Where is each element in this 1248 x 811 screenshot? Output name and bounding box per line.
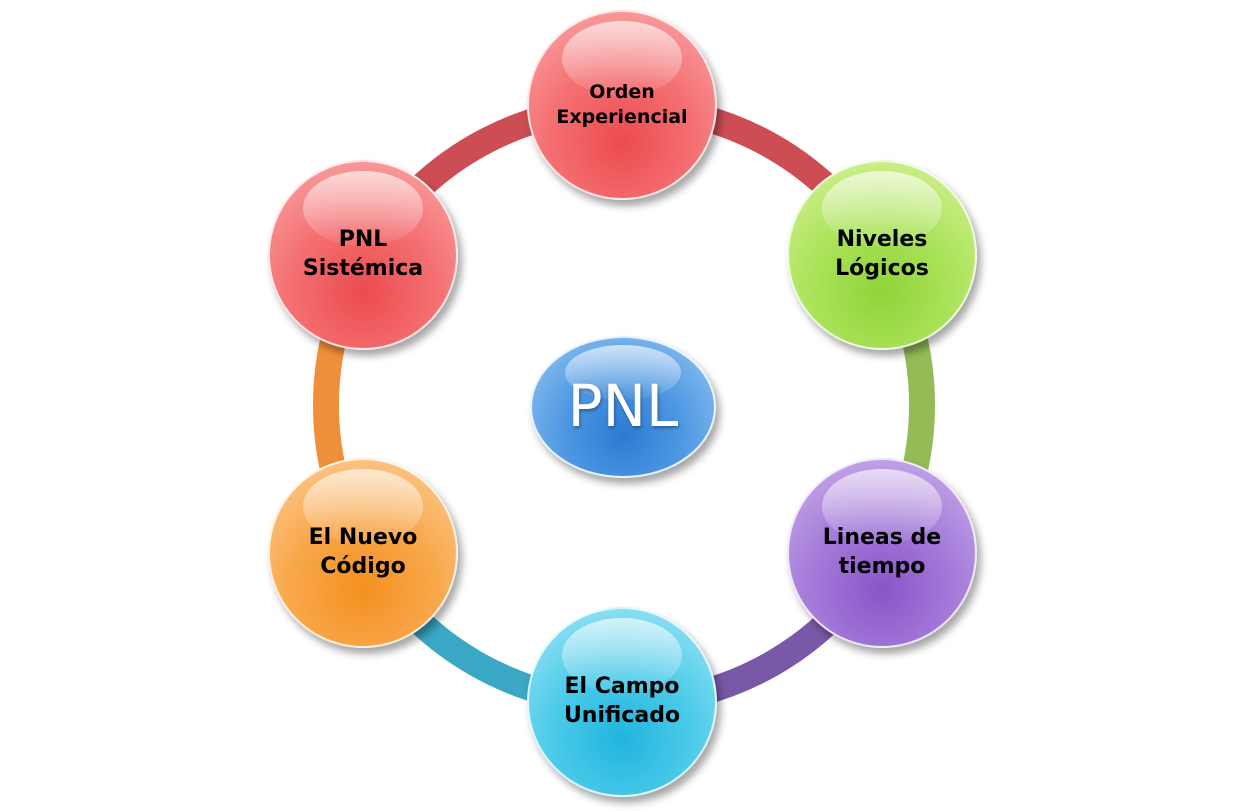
node-label: PNL Sistémica (302, 227, 424, 281)
node-niveles-logicos: Niveles Lógicos (787, 160, 977, 350)
gloss-highlight (562, 21, 682, 96)
node-pnl-sistemica: PNL Sistémica (268, 160, 458, 350)
node-orden-experiencial: Orden Experiencial (527, 10, 717, 200)
node-lineas-de-tiempo: Lineas de tiempo (787, 458, 977, 648)
node-label: Lineas de tiempo (822, 525, 942, 579)
node-el-campo-unificado: El Campo Unificado (527, 607, 717, 797)
node-label: Orden Experiencial (556, 81, 688, 128)
node-label: Niveles Lógicos (835, 227, 929, 281)
center-label: PNL (567, 372, 679, 441)
node-center-pnl: PNL (530, 336, 716, 478)
gloss-highlight (822, 171, 942, 246)
gloss-highlight (303, 171, 423, 246)
node-label: El Campo Unificado (563, 674, 681, 728)
gloss-highlight (822, 469, 942, 544)
gloss-highlight (564, 344, 682, 401)
node-label: El Nuevo Código (308, 525, 418, 579)
gloss-highlight (562, 618, 682, 693)
node-el-nuevo-codigo: El Nuevo Código (268, 458, 458, 648)
gloss-highlight (303, 469, 423, 544)
